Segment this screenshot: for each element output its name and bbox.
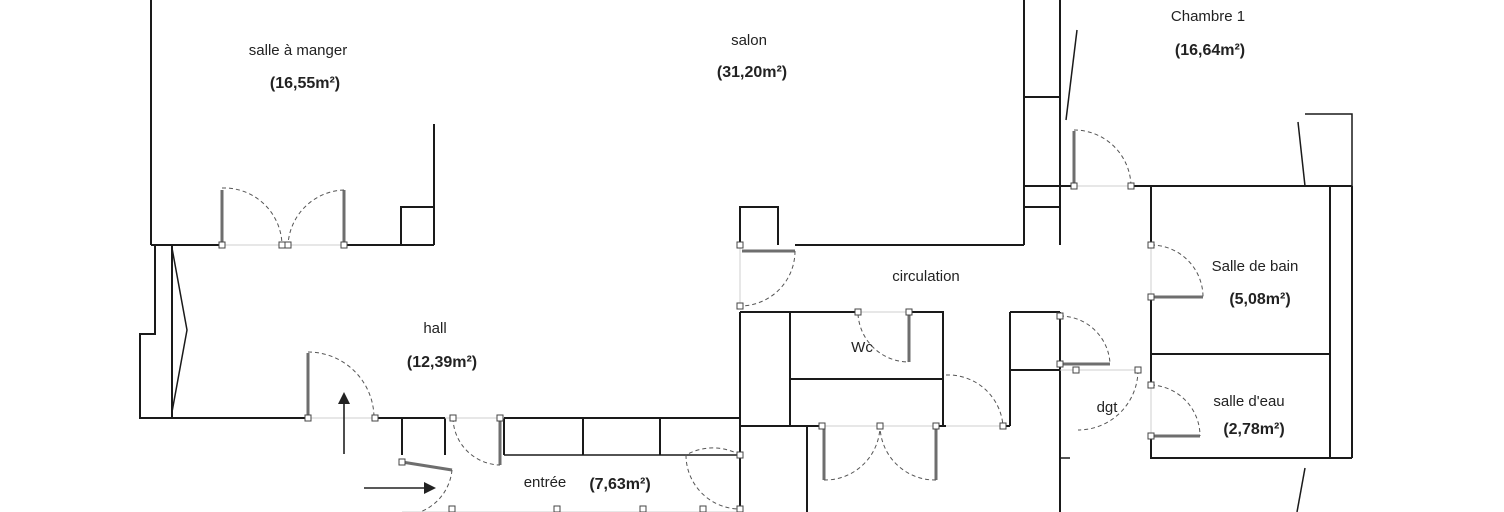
swing-dining-right	[287, 189, 345, 246]
window-chambre-left	[1065, 29, 1078, 121]
room-name-wc: Wc	[851, 339, 873, 356]
swing-salon	[739, 250, 796, 307]
hinge	[448, 505, 456, 512]
swing-chambre	[1073, 129, 1132, 187]
room-name-hall: hall	[423, 320, 446, 337]
swing-entree-left	[685, 447, 741, 456]
room-name-salle-d-eau: salle d'eau	[1213, 393, 1284, 410]
hinge	[818, 422, 826, 430]
hinge	[736, 241, 744, 249]
hinge	[1147, 381, 1155, 389]
hinge	[639, 505, 647, 512]
hinge	[1070, 182, 1078, 190]
hinge	[736, 302, 744, 310]
wall-dining-cabinet	[400, 206, 434, 245]
hinge	[304, 414, 312, 422]
wall-bath-right	[1329, 186, 1353, 458]
hinge	[1147, 432, 1155, 440]
hinge	[932, 422, 940, 430]
hinge	[1127, 182, 1135, 190]
arrowhead-right-icon	[424, 482, 436, 494]
window-chambre-closet	[1297, 121, 1306, 187]
hinge	[699, 505, 707, 512]
hinge	[496, 414, 504, 422]
room-name-dgt: dgt	[1097, 399, 1119, 416]
room-area-salon: (31,20m²)	[717, 64, 787, 81]
room-name-circulation: circulation	[892, 268, 960, 285]
hinge	[218, 241, 226, 249]
room-area-salle-d-eau: (2,78m²)	[1223, 421, 1284, 438]
swing-lower-far	[945, 374, 1004, 427]
walls	[139, 0, 1353, 512]
wall-dgt-block	[1009, 311, 1061, 512]
wall-hall-bottom	[375, 417, 446, 455]
swing-dining-left	[221, 187, 283, 246]
door-leaf-closet	[401, 460, 453, 472]
hinge	[278, 241, 286, 249]
hinge	[284, 241, 292, 249]
hinge	[371, 414, 379, 422]
hinge	[340, 241, 348, 249]
hinge	[1056, 312, 1064, 320]
wall-wardrobe	[503, 417, 741, 512]
hinge	[1072, 366, 1080, 374]
room-name-salon: salon	[731, 32, 767, 49]
hinge	[736, 451, 744, 459]
swing-hall-front	[307, 351, 375, 419]
door-swings	[221, 129, 1204, 512]
swing-closet	[419, 469, 453, 512]
entrance-arrows	[338, 392, 436, 494]
hinge	[1147, 293, 1155, 301]
hinge	[1134, 366, 1142, 374]
hinge	[1056, 360, 1064, 368]
wall-bath-left	[1150, 186, 1352, 459]
hinge	[1147, 241, 1155, 249]
swing-entree-left-2	[685, 454, 741, 510]
wall-west-facade	[139, 244, 306, 419]
room-name-salle-de-bain: Salle de bain	[1212, 258, 1299, 275]
window-bottom-right	[1296, 467, 1306, 512]
hinge	[553, 505, 561, 512]
wall-lower-corridor	[806, 425, 1010, 512]
room-name-salle-a-manger: salle à manger	[249, 42, 347, 59]
wall-salon-right	[1023, 0, 1061, 245]
hinge	[905, 308, 913, 316]
wall-central-block	[739, 311, 944, 427]
hinge-markers	[218, 182, 1155, 512]
room-area-entree: (7,63m²)	[589, 476, 650, 493]
swing-entrance	[452, 417, 501, 466]
hinge	[876, 422, 884, 430]
wall-salon-cabinet	[739, 206, 779, 245]
swing-wc	[857, 313, 910, 363]
wall-chambre-closet	[1305, 113, 1353, 186]
room-area-hall: (12,39m²)	[407, 354, 477, 371]
hinge	[999, 422, 1007, 430]
room-name-chambre-1: Chambre 1	[1171, 8, 1245, 25]
room-labels: salle à manger (16,55m²) salon (31,20m²)…	[249, 8, 1299, 493]
swing-lower-right	[879, 425, 937, 481]
swing-eau	[1150, 384, 1201, 437]
wall-dining-bottom	[151, 124, 435, 246]
hinge	[449, 414, 457, 422]
room-name-entree: entrée	[524, 474, 567, 491]
swing-bath	[1150, 244, 1204, 298]
swing-lower-left	[823, 425, 881, 481]
room-area-chambre-1: (16,64m²)	[1175, 42, 1245, 59]
arrowhead-up-icon	[338, 392, 350, 404]
room-area-salle-de-bain: (5,08m²)	[1229, 291, 1290, 308]
door-leaves	[220, 29, 1306, 512]
window-west	[171, 247, 188, 413]
hinge	[398, 458, 406, 466]
hinge	[854, 308, 862, 316]
hinge	[736, 505, 744, 512]
room-area-salle-a-manger: (16,55m²)	[270, 75, 340, 92]
swing-dgt-left	[1059, 315, 1111, 365]
